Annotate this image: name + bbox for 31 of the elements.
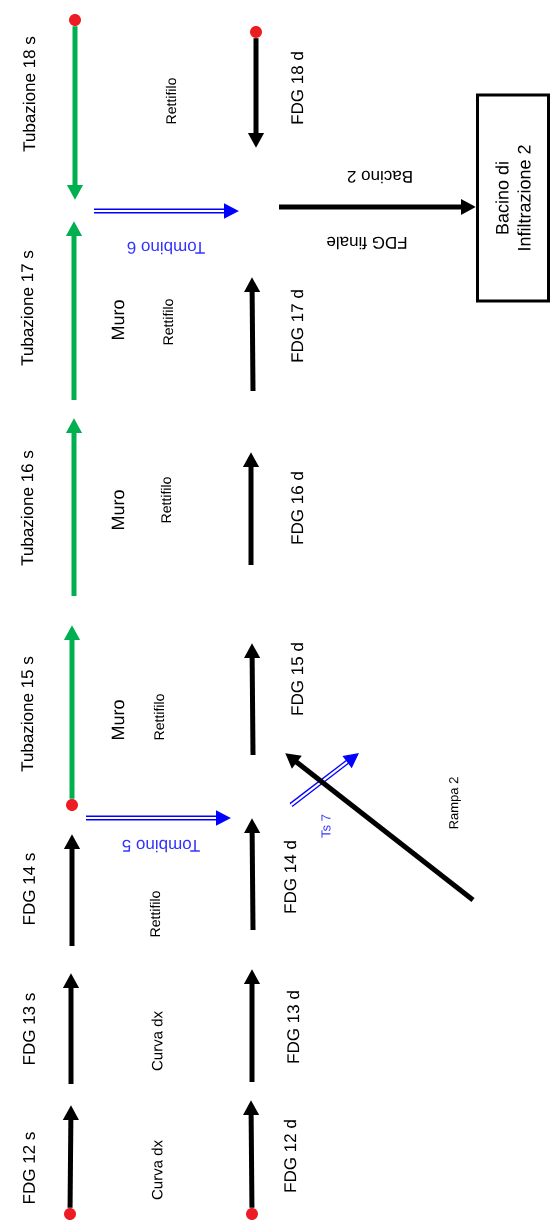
- segment-label: FDG 15 d: [290, 643, 304, 715]
- segment-label: Rampa 2: [449, 777, 461, 829]
- segment-label: Tombino 5: [122, 839, 200, 853]
- segment-label: FDG 17 d: [290, 290, 304, 362]
- segment-label: FDG 16 d: [290, 472, 304, 544]
- edge-label: FDG finale: [327, 236, 407, 250]
- edge-label: Tubazione 18 s: [22, 36, 36, 152]
- edge-label: FDG 18 d: [290, 52, 304, 124]
- segment-label: Rettifilo: [160, 477, 172, 523]
- segment-label: FDG 13 s: [23, 993, 35, 1064]
- segment-label: FDG 14 s: [23, 853, 35, 924]
- segment-label: Muro: [111, 700, 125, 740]
- segment-label: Rettifilo: [149, 891, 161, 937]
- segment-label: Bacino 2: [347, 170, 412, 184]
- segment-label: Curva dx: [151, 1011, 163, 1071]
- edge-label: Tubazione 15 s: [20, 656, 34, 772]
- segment-label: Rettifilo: [162, 299, 174, 345]
- segment-label: Rettifilo: [153, 694, 165, 740]
- edge-label: FDG 12 s: [23, 1132, 35, 1203]
- segment-label: Muro: [111, 490, 125, 530]
- basin-box: Bacino di Infiltrazione 2: [476, 93, 550, 303]
- segment-label: Curva dx: [151, 1140, 163, 1200]
- segment-label: Muro: [111, 300, 125, 340]
- segment-label: FDG 14 d: [283, 841, 297, 913]
- edge-label: FDG 12 d: [283, 1120, 297, 1192]
- segment-label: Tubazione 16 s: [20, 450, 34, 566]
- segment-label: Rettifilo: [165, 78, 177, 124]
- segment-label: Ts 7: [321, 814, 331, 838]
- segment-label: FDG 13 d: [286, 991, 300, 1063]
- segment-label: Tubazione 17 s: [20, 250, 34, 366]
- segment-label: Tombino 6: [127, 241, 205, 255]
